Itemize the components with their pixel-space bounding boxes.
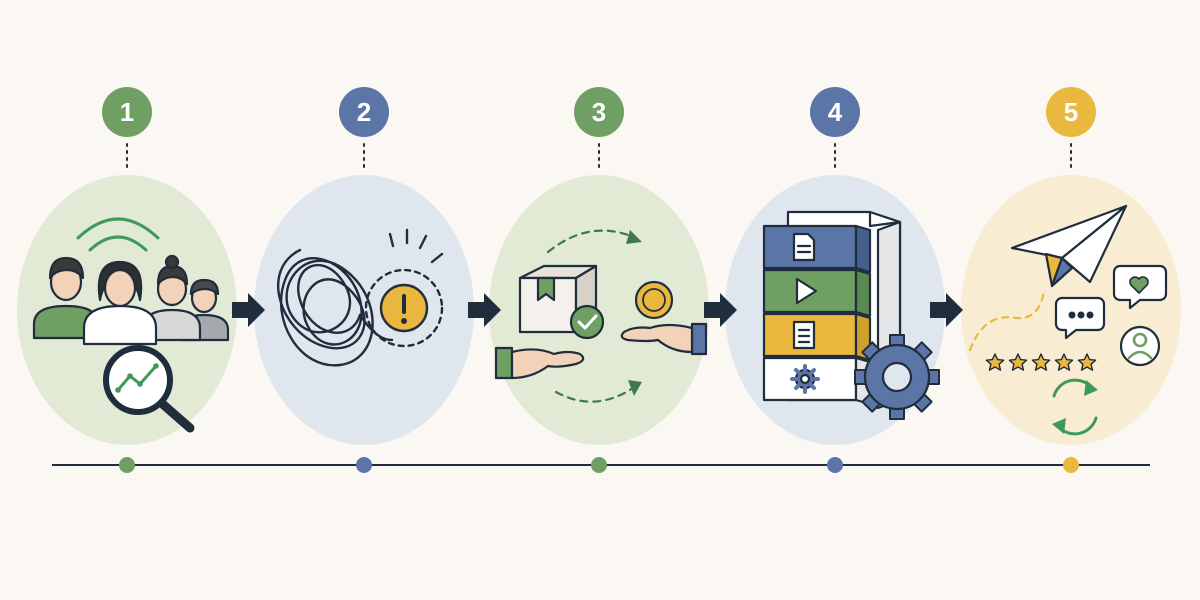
timeline-dot-5 (1063, 457, 1079, 473)
arrow-right-icon (468, 293, 501, 327)
arrow-right-icon (704, 293, 737, 327)
audience-research-icon (32, 217, 230, 433)
arrow-right-icon (930, 293, 963, 327)
timeline-dot-1 (119, 457, 135, 473)
svg-text:1: 1 (120, 97, 134, 127)
svg-text:2: 2 (357, 97, 371, 127)
step-badge-4: 4 (810, 87, 860, 173)
chat-bubble-icon (1054, 296, 1106, 340)
checklist-icon (792, 320, 816, 350)
checkmark-icon (569, 304, 605, 340)
large-gear-icon (854, 334, 940, 420)
value-exchange-icon (494, 229, 708, 403)
svg-text:5: 5 (1064, 97, 1078, 127)
play-icon (795, 277, 818, 305)
gear-icon (790, 364, 820, 394)
paper-plane-icon (1010, 204, 1128, 288)
document-icon (792, 232, 816, 262)
timeline-dot-3 (591, 457, 607, 473)
svg-text:3: 3 (592, 97, 606, 127)
step-badge-3: 3 (574, 87, 624, 173)
content-stack-icon (762, 210, 940, 420)
signal-icon (76, 217, 160, 252)
timeline-dot-4 (827, 457, 843, 473)
user-avatar-icon (1119, 325, 1161, 367)
launch-feedback-icon (968, 204, 1168, 436)
heart-bubble-icon (1112, 264, 1168, 310)
search-icon (103, 345, 173, 415)
timeline-dot-2 (356, 457, 372, 473)
coin-icon (634, 280, 674, 320)
step-2-background (254, 175, 474, 445)
step-badge-2: 2 (339, 87, 389, 173)
tangle-icon (277, 248, 374, 367)
star-rating-icon (985, 353, 1097, 371)
arrow-right-icon (232, 293, 265, 327)
step-badge-1: 1 (102, 87, 152, 173)
step-badge-5: 5 (1046, 87, 1096, 173)
svg-text:4: 4 (828, 97, 843, 127)
tangled-problem-icon (277, 228, 444, 367)
